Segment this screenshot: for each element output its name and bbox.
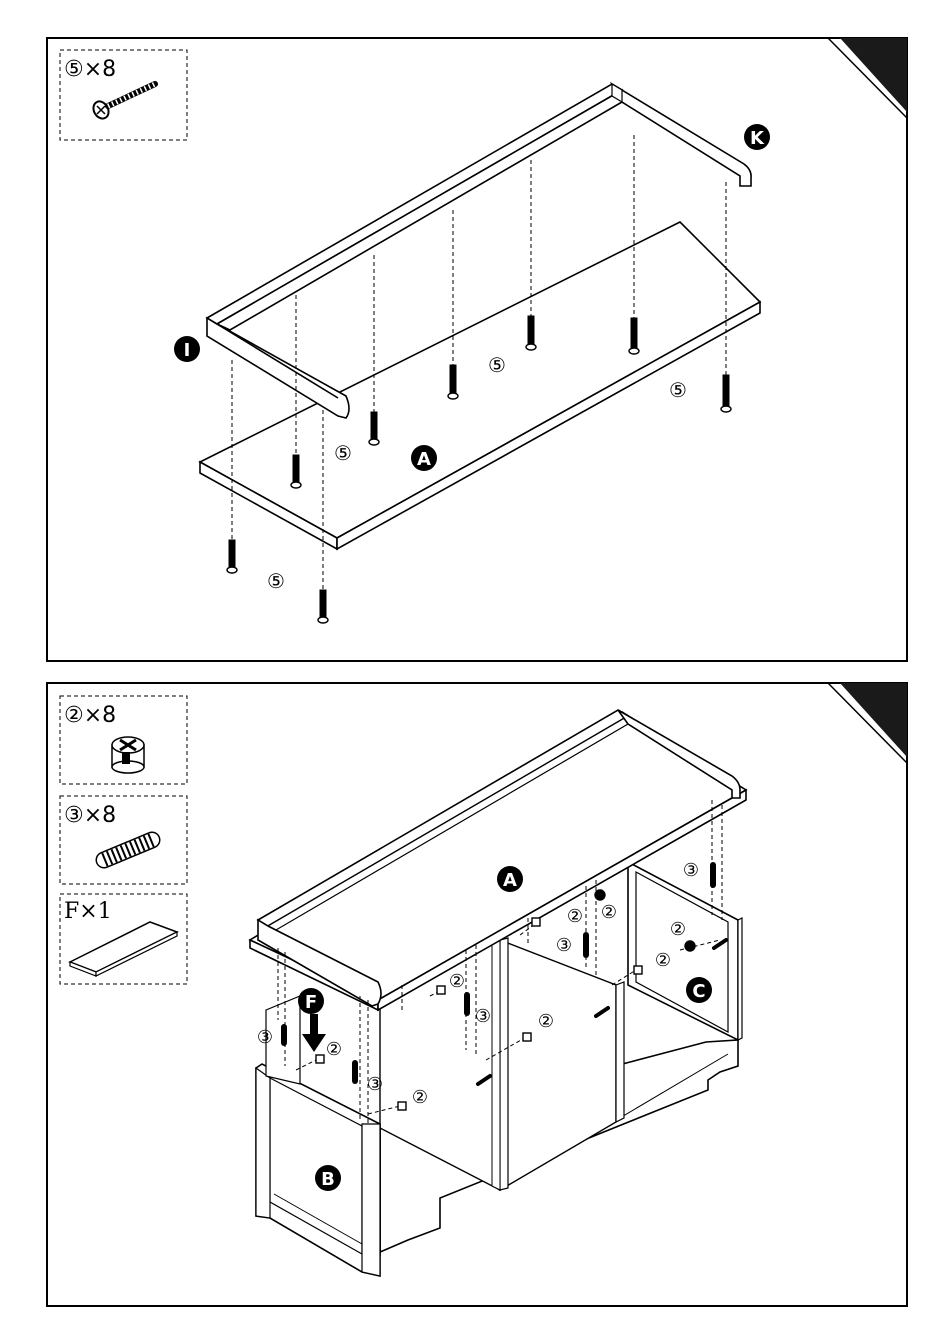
wooden-dowel-icon [104,840,152,860]
parts-box-label: F×1 [64,899,112,924]
screw [291,455,301,488]
dowel [464,992,470,1016]
part-marker-c: C [686,977,712,1003]
side-rail-i [207,318,349,418]
svg-text:I: I [184,340,191,361]
part-marker-a: A [411,445,437,471]
svg-text:③: ③ [556,935,572,956]
svg-text:②: ② [412,1087,428,1108]
side-rail-k [612,84,751,186]
side-panel-c [628,862,742,1040]
svg-text:⑤: ⑤ [267,569,285,593]
insert-arrow [302,1014,326,1052]
part-marker-i: I [174,336,200,362]
svg-text:A: A [503,870,517,891]
assembly-step-panel-1: ⑤×8 [47,38,907,661]
parts-box-cam-locks: ②×8 [60,696,187,784]
dowel [352,1060,358,1084]
step-corner-tab [840,38,907,112]
part-marker-a: A [497,866,523,892]
screw [448,365,458,399]
svg-text:③: ③ [683,860,699,881]
dowel [710,862,716,888]
svg-text:③: ③ [257,1027,273,1048]
svg-text:②: ② [326,1039,342,1060]
cam-lock [685,941,695,951]
svg-text:⑤: ⑤ [488,353,506,377]
svg-text:C: C [692,981,705,1002]
parts-box-dowels: ③×8 [60,796,187,884]
parts-box-label: ⑤×8 [64,57,116,82]
part-marker-f: F [298,988,324,1014]
svg-text:③: ③ [475,1006,491,1027]
screw [227,540,237,573]
cam-lock [437,986,445,994]
svg-text:A: A [417,449,431,470]
svg-text:F: F [305,992,317,1013]
dowel [583,932,589,958]
dowel [281,1024,287,1046]
parts-box-panel-f: F×1 [60,894,187,984]
svg-text:⑤: ⑤ [669,378,687,402]
svg-text:③: ③ [367,1074,383,1095]
screw [318,590,328,623]
svg-text:⑤: ⑤ [334,441,352,465]
screw [721,375,731,412]
svg-text:K: K [750,128,765,149]
step-corner-tab [840,683,907,757]
svg-text:②: ② [567,906,583,927]
cam-lock [634,966,642,974]
parts-box-label: ③×8 [64,803,116,828]
svg-text:②: ② [670,919,686,940]
part-marker-b: B [315,1165,341,1191]
parts-box-label: ②×8 [64,703,116,728]
screw [629,318,639,354]
cam-lock [316,1055,324,1063]
part-marker-k: K [744,124,770,150]
panel-f-icon [70,922,177,976]
parts-box-screws: ⑤×8 [60,50,187,140]
svg-text:②: ② [655,950,671,971]
svg-text:B: B [321,1169,335,1190]
cam-lock-icon [112,737,144,773]
svg-text:②: ② [449,971,465,992]
svg-text:②: ② [601,902,617,923]
svg-text:②: ② [538,1011,554,1032]
cam-lock [595,890,605,900]
screw [526,316,536,350]
screw [369,412,379,445]
cam-lock [523,1033,531,1041]
cam-lock [398,1102,406,1110]
wood-screw-icon [90,84,155,121]
assembly-step-panel-2: ②×8 ③×8 F×1 [47,683,907,1306]
cam-lock [532,918,540,926]
